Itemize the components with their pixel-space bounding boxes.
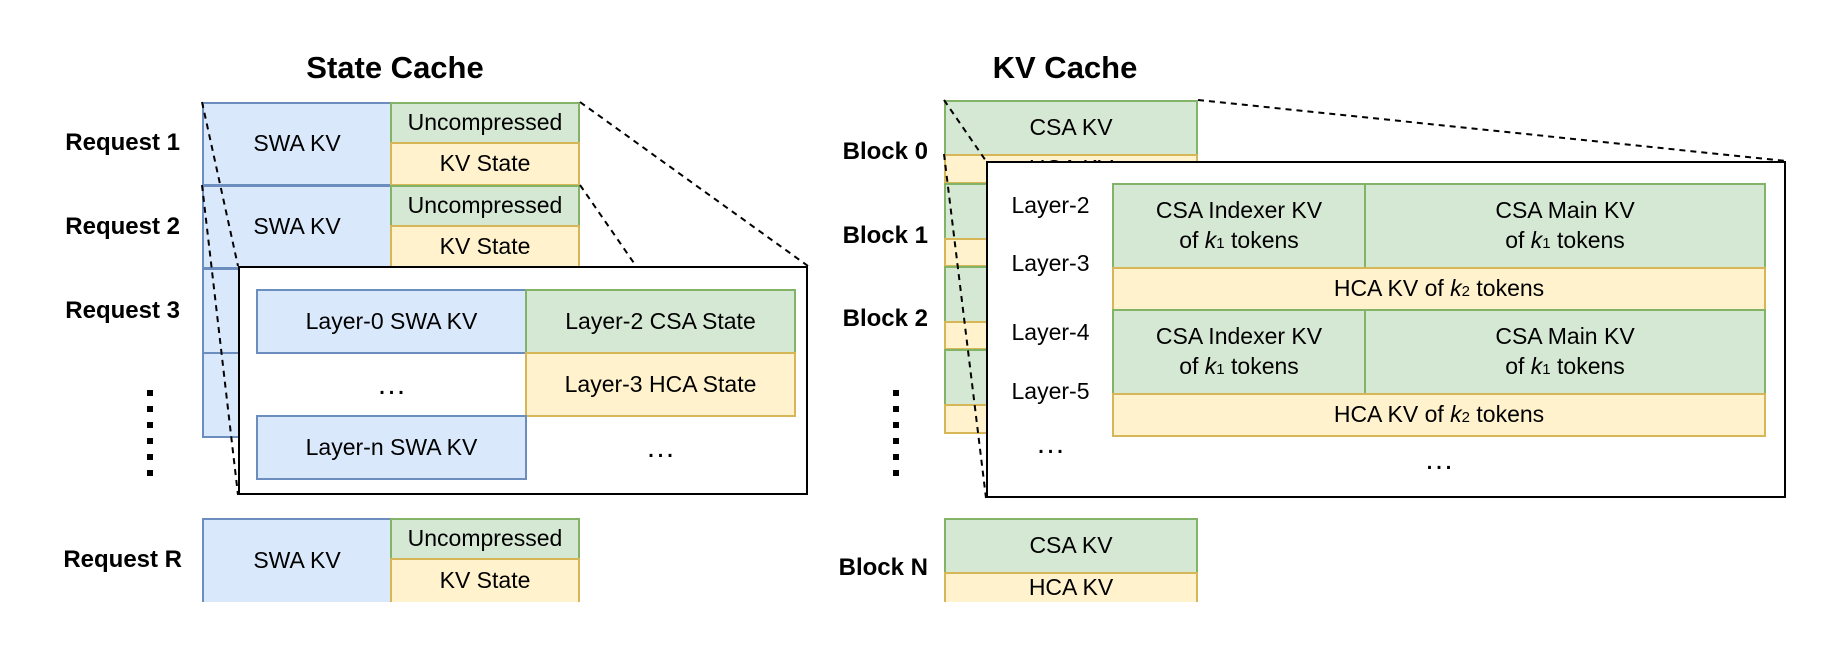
block-2-label: Block 2 <box>842 305 928 332</box>
kv-zoom-line-c <box>943 153 987 499</box>
csa-indexer-tokens: of k1 tokens <box>1179 227 1299 253</box>
state-zoom-panel: Layer-0 SWA KV Layer-2 CSA State … Layer… <box>238 266 808 495</box>
state-cache-title: State Cache <box>306 50 484 85</box>
zoom-layer-5-hca-kv: HCA KV of k2 tokens <box>1112 393 1766 437</box>
hca-kv-text: HCA KV of k2 tokens <box>1333 401 1545 428</box>
csa-main-tokens: of k1 tokens <box>1505 353 1625 379</box>
kv-zoom-panel: Layer-2 Layer-3 Layer-4 Layer-5 … CSA In… <box>986 161 1786 498</box>
hca-kv-text: HCA KV of k2 tokens <box>1333 275 1545 302</box>
request-1-label: Request 1 <box>65 129 180 156</box>
zoom-layer-n-swa-kv: Layer-n SWA KV <box>256 415 527 480</box>
state-zoom-line-a <box>579 101 809 267</box>
zoom-layers-ellipsis: … <box>1035 427 1066 460</box>
request-r-label: Request R <box>63 546 182 573</box>
request-2-label: Request 2 <box>65 213 180 240</box>
request-r-kv-state: KV State <box>390 558 580 602</box>
block-n-hca-kv: HCA KV <box>944 572 1198 602</box>
zoom-layer-3-hca-state: Layer-3 HCA State <box>525 352 796 417</box>
block-0-label: Block 0 <box>842 138 928 165</box>
csa-main-tokens: of k1 tokens <box>1505 227 1625 253</box>
kv-cache-title: KV Cache <box>992 50 1138 85</box>
csa-main-title: CSA Main KV <box>1495 323 1635 350</box>
zoom-layer-4-label: Layer-4 <box>1011 319 1090 345</box>
block-n-label: Block N <box>838 554 928 581</box>
zoom-layer-3-label: Layer-3 <box>1011 249 1090 276</box>
csa-main-title: CSA Main KV <box>1495 197 1635 224</box>
zoom-state-end-ellipsis: … <box>645 430 676 464</box>
request-r-swa-kv: SWA KV <box>202 518 392 602</box>
zoom-kv-end-ellipsis: … <box>1424 443 1454 476</box>
state-zoom-line-d <box>201 184 239 496</box>
request-3-label: Request 3 <box>65 297 180 324</box>
blocks-ellipsis <box>893 390 899 476</box>
kv-zoom-line-b <box>943 99 987 162</box>
csa-indexer-title: CSA Indexer KV <box>1155 323 1323 350</box>
state-zoom-line-c <box>201 101 239 267</box>
request-1-swa-kv: SWA KV <box>202 102 392 186</box>
zoom-layer-2-csa-state: Layer-2 CSA State <box>525 289 796 354</box>
request-r-uncompressed: Uncompressed <box>390 518 580 560</box>
zoom-layer-4-csa-main-kv: CSA Main KV of k1 tokens <box>1364 309 1766 395</box>
zoom-layer-2-label: Layer-2 <box>1011 192 1090 218</box>
state-zoom-line-b <box>579 184 637 267</box>
kv-zoom-line-a <box>1197 99 1787 162</box>
block-0-csa-kv: CSA KV <box>944 100 1198 156</box>
csa-indexer-tokens: of k1 tokens <box>1179 353 1299 379</box>
zoom-layer-2-csa-main-kv: CSA Main KV of k1 tokens <box>1364 183 1766 269</box>
csa-indexer-title: CSA Indexer KV <box>1155 197 1323 224</box>
requests-ellipsis <box>147 390 153 476</box>
request-2-uncompressed: Uncompressed <box>390 185 580 227</box>
zoom-state-mid-ellipsis: … <box>376 367 407 401</box>
block-1-label: Block 1 <box>842 222 928 249</box>
zoom-layer-4-csa-indexer-kv: CSA Indexer KV of k1 tokens <box>1112 309 1366 395</box>
zoom-layer-5-label: Layer-5 <box>1011 377 1090 404</box>
